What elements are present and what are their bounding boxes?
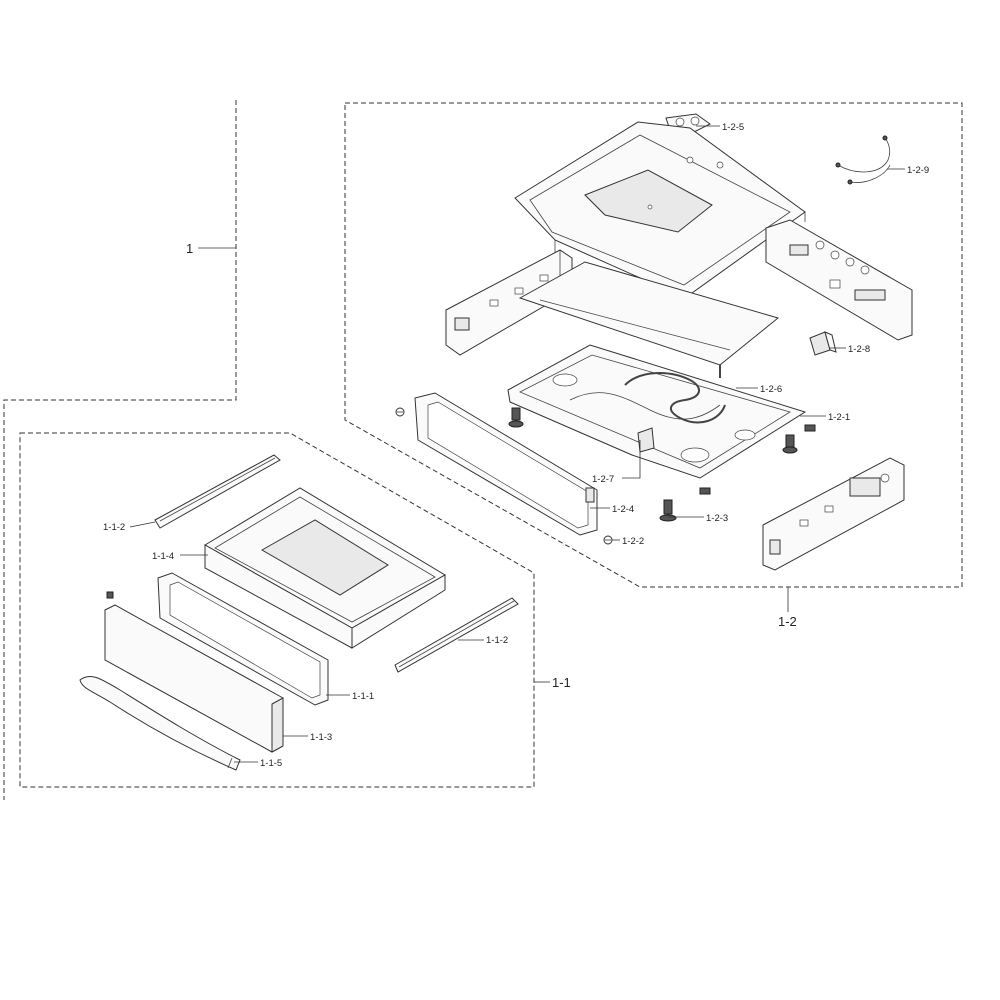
part-1-2-9-wire-harness [835,135,891,185]
label-1-1-1: 1-1-1 [352,691,374,702]
label-1-2-1: 1-2-1 [828,412,850,423]
labels: 1 1-1 1-2 1-1-1 1-1-2 1-1-2 1-1-3 1-1-4 … [103,122,929,769]
part-clips [699,424,816,495]
group-1-2-boundary [344,102,963,588]
label-1-2-2: 1-2-2 [622,536,644,547]
label-1-1-4: 1-1-4 [152,551,174,562]
part-1-2-2-screw [395,407,613,545]
part-right-back-panel [765,219,913,341]
part-1-1-1-drawer-frame [157,572,329,706]
part-1-2-8-bracket [809,331,837,356]
part-1-1-2-right-rail [394,597,519,673]
label-group-1-1: 1-1 [552,675,571,690]
part-top-plate [514,121,806,308]
part-1-1-4-drawer-body [204,487,446,649]
leader-lines [129,125,905,763]
label-group-1: 1 [186,241,193,256]
part-1-2-1-base-pan [507,344,807,479]
part-insulation-sheet [518,261,780,366]
label-1-2-5: 1-2-5 [722,122,744,133]
part-1-1-5-handle [79,675,241,771]
label-1-1-2-left: 1-1-2 [103,522,125,533]
part-right-front-panel [762,457,905,571]
part-1-2-6-heating-element [624,365,726,424]
part-1-1-3-front-panel [104,591,284,753]
label-1-2-3: 1-2-3 [706,513,728,524]
part-1-2-3-leveling-legs [508,407,798,522]
part-1-2-4-front-frame [414,392,598,536]
label-1-1-5: 1-1-5 [260,758,282,769]
label-1-2-6: 1-2-6 [760,384,782,395]
part-1-1-2-left-rail [154,454,281,529]
label-1-2-4: 1-2-4 [612,504,634,515]
label-1-2-9: 1-2-9 [907,165,929,176]
label-group-1-2: 1-2 [778,614,797,629]
part-1-2-7-hinge [637,427,655,453]
label-1-1-2-right: 1-1-2 [486,635,508,646]
group-1-boundary [3,100,237,800]
group-1-1-boundary [19,432,535,788]
label-1-1-3: 1-1-3 [310,732,332,743]
label-1-2-8: 1-2-8 [848,344,870,355]
label-1-2-7: 1-2-7 [592,474,614,485]
